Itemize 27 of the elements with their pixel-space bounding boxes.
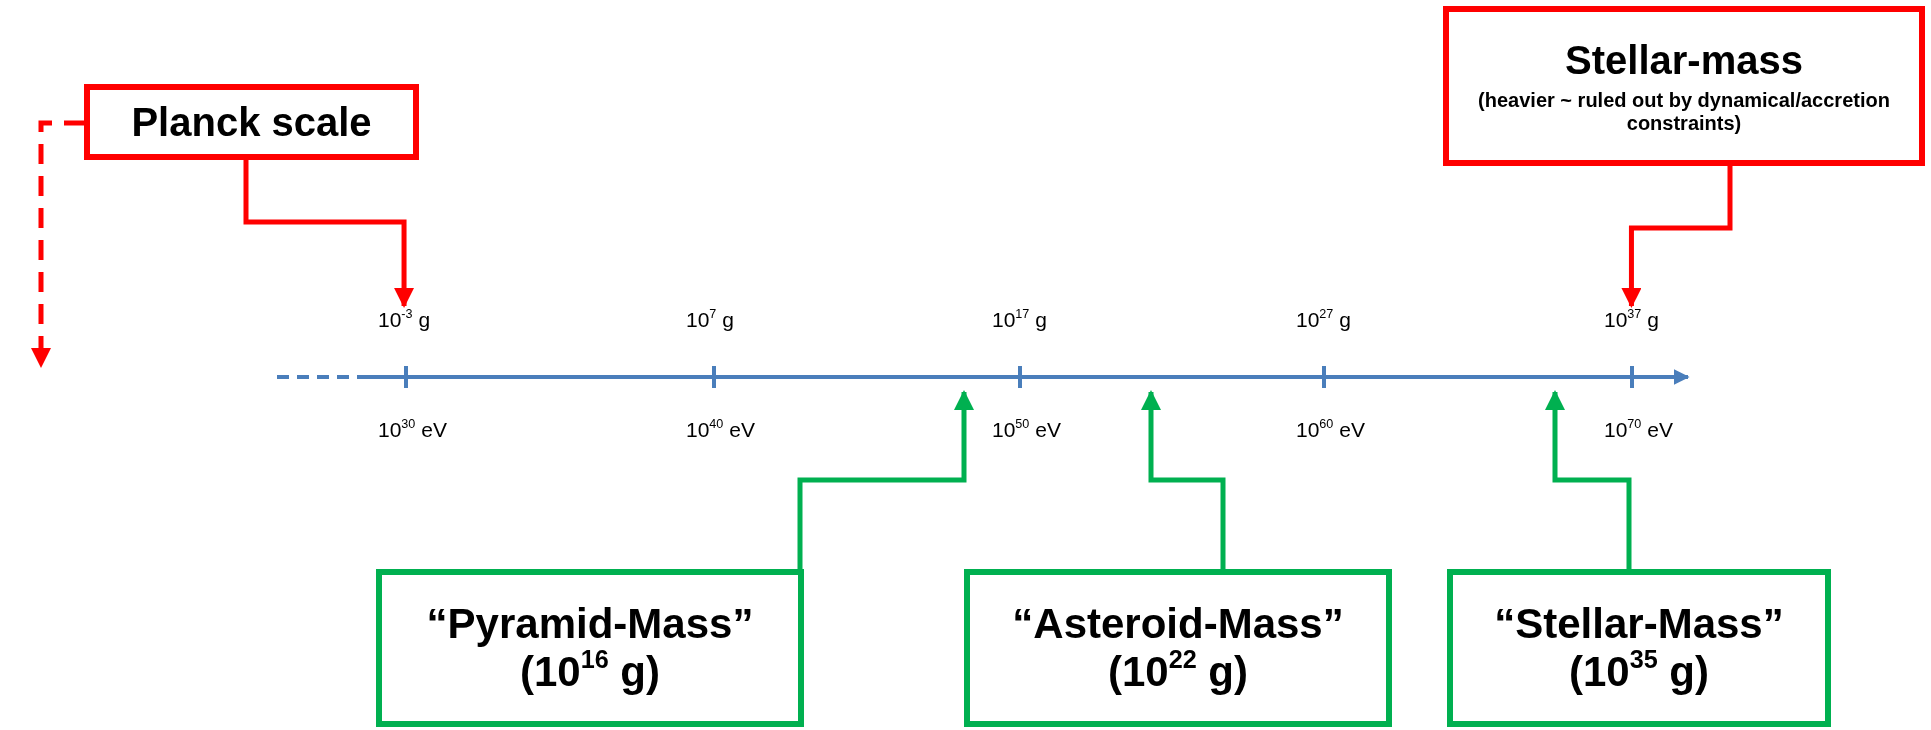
callout-box xyxy=(376,569,804,727)
callout-box xyxy=(1443,6,1925,166)
leader-arrow xyxy=(243,160,415,308)
callout-box xyxy=(964,569,1392,727)
box-heading: Planck scale xyxy=(131,99,372,145)
tick-label: 10$^{50}$ eV xyxy=(992,418,1061,442)
tick-label: 10$^{60}$ eV xyxy=(1296,418,1365,442)
leader-arrow xyxy=(797,390,974,569)
tick-label: 10$^{30}$ eV xyxy=(378,418,447,442)
leader-arrow xyxy=(1545,390,1632,569)
leader-arrow xyxy=(31,120,84,368)
tick-label: 10$^{40}$ eV xyxy=(686,418,755,442)
leader-arrow xyxy=(1141,390,1226,569)
tick-label: 10$^{27}$ g xyxy=(1296,308,1351,332)
box-heading: “Pyramid-Mass” (10$^{16}$ g) xyxy=(425,599,755,697)
box-heading: Stellar-mass xyxy=(1565,37,1803,83)
leader-arrow xyxy=(1621,166,1733,308)
tick-label: 10$^{17}$ g xyxy=(992,308,1047,332)
tick-label: 10$^{-3}$ g xyxy=(378,308,431,332)
tick-label: 10$^{70}$ eV xyxy=(1604,418,1673,442)
box-note: (heavier ~ ruled out by dynamical/accretion constraints) xyxy=(1477,88,1891,135)
tick-label: 10$^{37}$ g xyxy=(1604,308,1659,332)
box-heading: “Stellar-Mass” (10$^{35}$ g) xyxy=(1493,599,1785,697)
box-heading: “Asteroid-Mass” (10$^{22}$ g) xyxy=(1011,599,1345,697)
callout-box xyxy=(84,84,419,160)
tick-label: 10$^{7}$ g xyxy=(686,308,734,332)
callout-box xyxy=(1447,569,1831,727)
